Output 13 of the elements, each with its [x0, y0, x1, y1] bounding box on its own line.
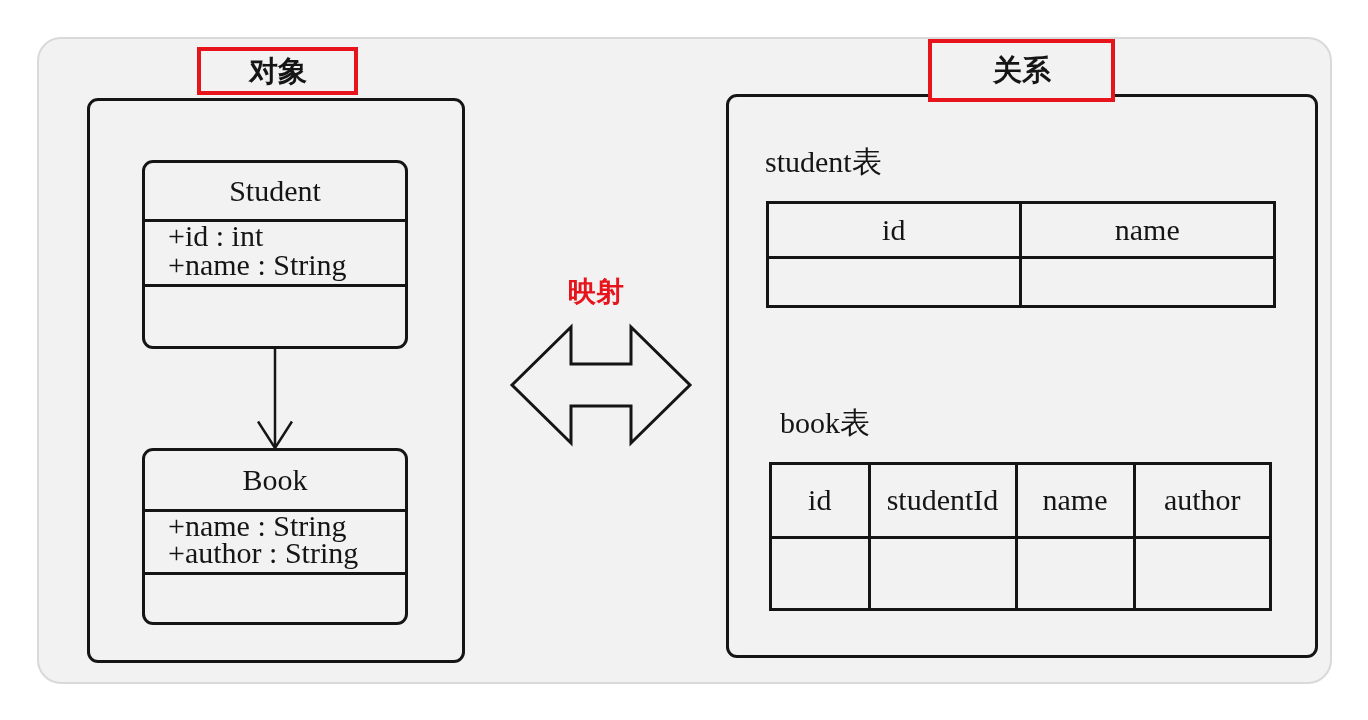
- class-name: Student: [229, 173, 321, 208]
- highlighted-heading: 关系: [928, 39, 1115, 102]
- class-box: [142, 448, 408, 625]
- table-caption: student表: [765, 145, 882, 179]
- data-table: [769, 462, 1272, 611]
- data-table: [766, 201, 1276, 308]
- class-name: Book: [242, 462, 308, 497]
- attribute-text: +id : int: [168, 223, 264, 249]
- double-arrow: [509, 323, 693, 447]
- table-caption: book表: [780, 406, 870, 440]
- class-box: [142, 160, 408, 349]
- arrow: [256, 349, 294, 450]
- highlighted-heading: 对象: [197, 47, 358, 95]
